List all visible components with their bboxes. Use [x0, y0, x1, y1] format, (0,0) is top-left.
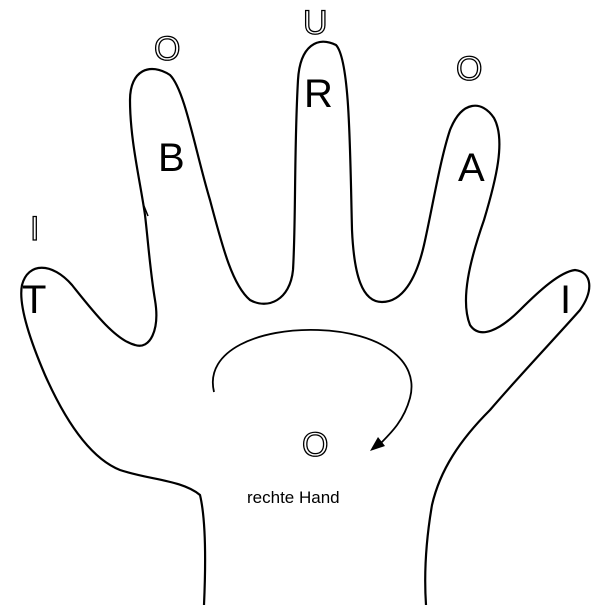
- index-finger-letter: A: [458, 148, 485, 188]
- palm-vowel: O: [302, 428, 328, 462]
- ring-finger-vowel: O: [154, 32, 180, 66]
- thumb-vowel: I: [30, 212, 39, 246]
- thumb-letter: T: [22, 280, 46, 320]
- little-finger-letter: I: [560, 280, 571, 320]
- middle-finger-letter: R: [304, 74, 333, 114]
- hand-outline: [21, 42, 589, 605]
- palm-caption: rechte Hand: [247, 488, 340, 508]
- arrow-head: [370, 437, 385, 451]
- middle-finger-vowel: U: [303, 6, 328, 40]
- index-finger-vowel: O: [456, 52, 482, 86]
- ring-finger-letter: B: [158, 138, 185, 178]
